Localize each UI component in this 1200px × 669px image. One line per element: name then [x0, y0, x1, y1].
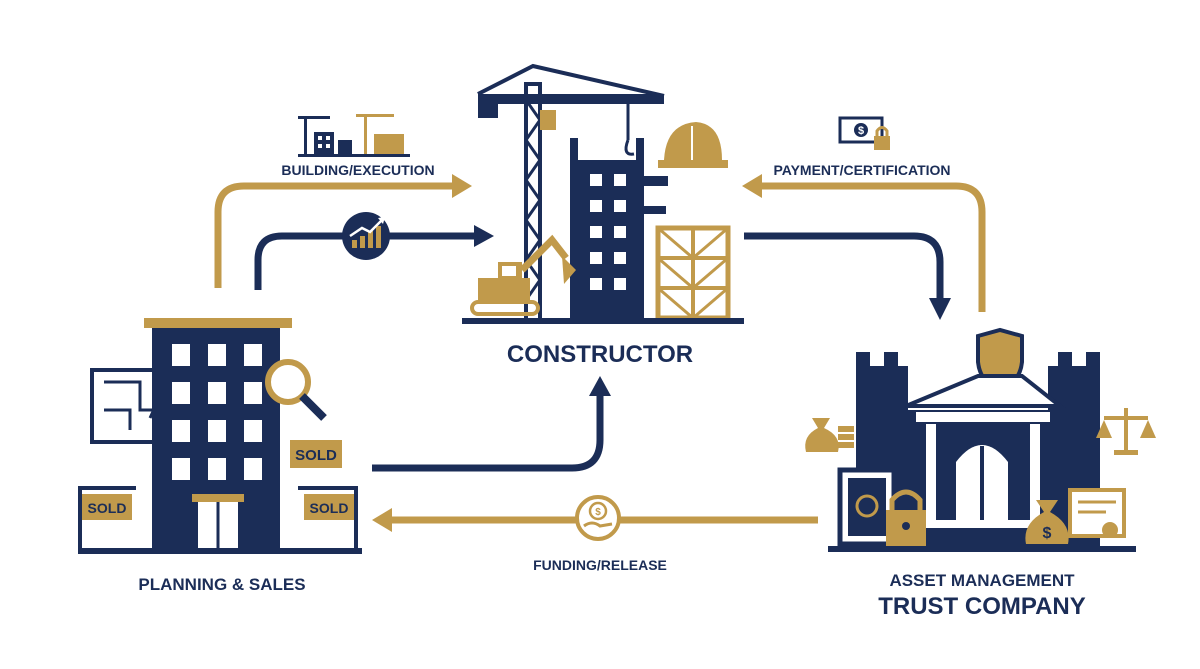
planning-sales-node: SOLD SOLD SOLD PLANNING & SALES: [78, 318, 362, 594]
constructor-building-icon: [570, 138, 668, 320]
arrow-planning-to-constructor-navy: [254, 225, 494, 290]
constructor-label: CONSTRUCTOR: [507, 341, 693, 368]
sold-sign-right-text: SOLD: [310, 500, 349, 516]
trust-label-line2: TRUST COMPANY: [878, 593, 1086, 620]
planning-building-icon: [144, 318, 292, 550]
scaffold-icon: [655, 225, 731, 321]
growth-chart-icon: [342, 212, 390, 260]
sold-sign-upper: SOLD: [290, 440, 342, 468]
bank-icon: [905, 374, 1066, 528]
money-bag-icon: $: [1025, 500, 1069, 544]
magnifier-icon: [265, 359, 327, 421]
excavator-icon: [470, 234, 576, 316]
arrow-sales-to-constructor-up: [372, 376, 611, 472]
hand-coin-dollar: $: [595, 507, 601, 518]
trust-company-node: $ ASSET MANAGEMENT TRUST COMPANY: [805, 327, 1156, 620]
coin-bag-icon: [805, 418, 854, 452]
trust-label-line1: ASSET MANAGEMENT: [889, 571, 1075, 590]
cranes-icon: [298, 114, 410, 157]
arrow-constructor-to-trust: [744, 232, 951, 320]
planning-sales-label: PLANNING & SALES: [138, 575, 305, 594]
padlock-icon: [886, 489, 926, 546]
payment-certification-label: PAYMENT/CERTIFICATION: [773, 162, 950, 178]
dollar-glyph: $: [858, 125, 864, 137]
planning-ground-line: [78, 548, 362, 554]
sold-sign-right: SOLD: [298, 486, 358, 550]
hand-coin-icon: $: [575, 495, 621, 541]
trust-ground-line: [828, 546, 1136, 552]
sold-sign-left-text: SOLD: [88, 500, 127, 516]
money-bag-dollar: $: [1043, 525, 1052, 542]
building-execution-label: BUILDING/EXECUTION: [281, 162, 434, 178]
arrow-building-execution: [214, 174, 472, 288]
sold-sign-upper-text: SOLD: [295, 447, 337, 464]
constructor-ground-line: [462, 318, 744, 324]
hard-hat-icon: [658, 122, 728, 168]
certificate-icon: [1068, 488, 1126, 538]
money-lock-icon: $: [838, 116, 890, 150]
funding-release-label: FUNDING/RELEASE: [533, 557, 667, 573]
constructor-node: CONSTRUCTOR: [462, 63, 744, 368]
arrow-payment-certification: [742, 174, 986, 312]
scales-icon: [1096, 408, 1156, 455]
sold-sign-left: SOLD: [78, 486, 136, 550]
safe-icon: [837, 467, 897, 547]
